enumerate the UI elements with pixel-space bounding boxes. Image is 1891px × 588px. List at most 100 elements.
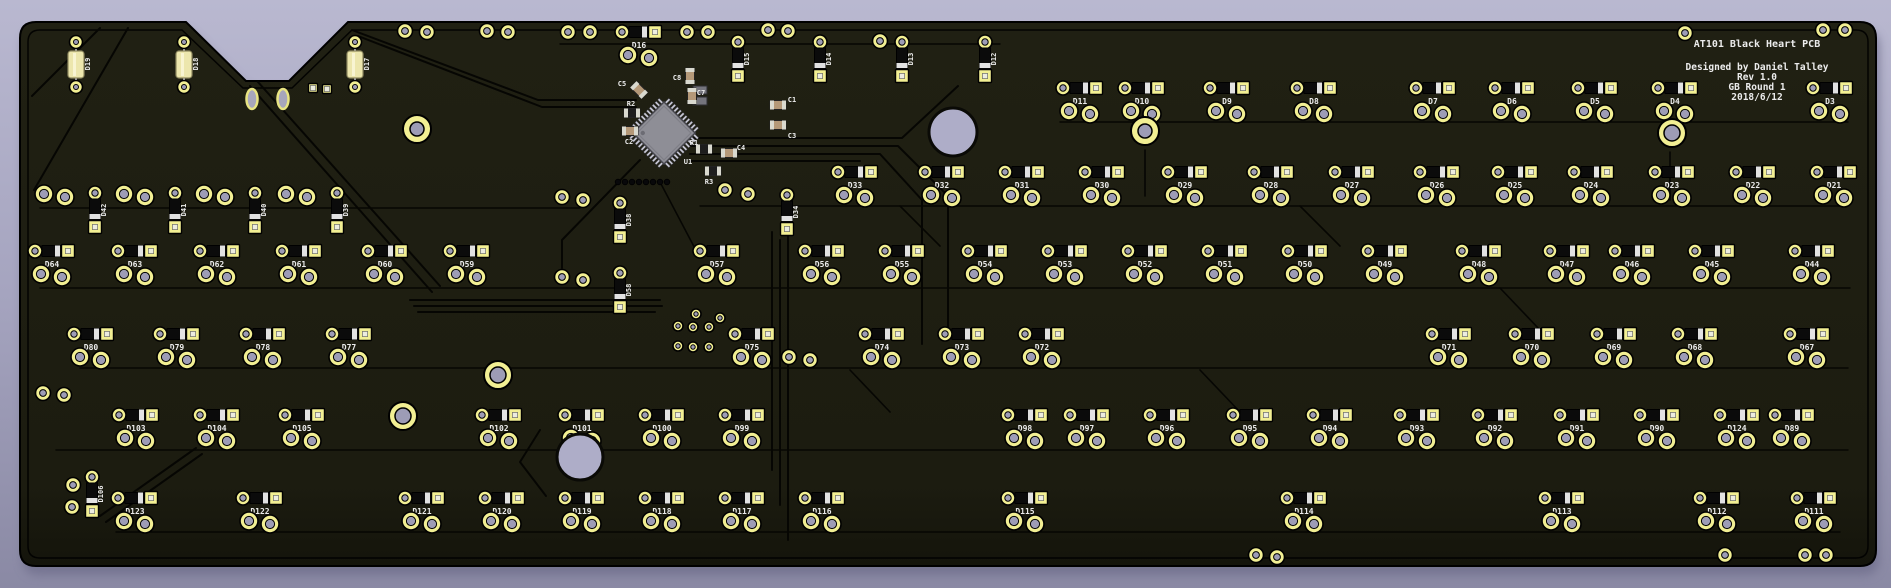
diode-pad-square — [1745, 407, 1761, 423]
diode-pad-square — [307, 243, 323, 259]
diode-stripe — [1795, 409, 1800, 421]
jumper-pad — [307, 82, 319, 94]
diode-stripe — [825, 245, 830, 257]
diode-pad-square — [1820, 243, 1836, 259]
switch-hole — [278, 264, 298, 284]
ref-des-label: D79 — [170, 343, 185, 352]
via — [699, 23, 717, 41]
diode-body — [41, 245, 65, 257]
ref-des-label: D112 — [1707, 507, 1726, 516]
diode-pad — [1782, 326, 1798, 342]
switch-hole — [194, 184, 214, 204]
via — [780, 348, 798, 366]
ref-des-label: D49 — [1378, 260, 1393, 269]
ref-des-label: D114 — [1294, 507, 1313, 516]
switch-hole — [618, 45, 638, 65]
key-D104: D104 — [192, 407, 241, 451]
diode-stripe — [905, 245, 910, 257]
switch-hole — [1813, 185, 1833, 205]
switch-hole — [91, 350, 111, 370]
diode-pad — [360, 243, 376, 259]
diode-stripe — [896, 63, 908, 68]
switch-hole — [1595, 104, 1615, 124]
switch-hole — [1428, 347, 1448, 367]
diode-body — [731, 409, 755, 421]
diode-stripe — [1440, 166, 1445, 178]
vertical-diode-D14: D14 — [812, 34, 833, 84]
key-D97: D97 — [1062, 407, 1111, 451]
diode-pad — [730, 34, 746, 50]
via — [871, 32, 889, 50]
switch-hole — [1495, 431, 1515, 451]
ref-des-label: D78 — [256, 343, 271, 352]
switch-hole — [1081, 185, 1101, 205]
diode-body — [1504, 166, 1528, 178]
key-D63: D63 — [110, 243, 159, 287]
ref-des-label: D40 — [260, 204, 268, 217]
ref-des-label: D28 — [1264, 181, 1279, 190]
ref-des-label: D92 — [1488, 424, 1503, 433]
switch-hole — [34, 184, 54, 204]
diode-pad-square — [1822, 490, 1838, 506]
switch-hole — [1304, 514, 1324, 534]
ref-des-label: D61 — [292, 260, 307, 269]
smd-end — [782, 120, 786, 130]
diode-body — [252, 328, 276, 340]
diode-pad — [830, 164, 846, 180]
ref-des-label: D22 — [1746, 181, 1761, 190]
ref-des-label: D99 — [735, 424, 750, 433]
ref-des-label: D77 — [342, 343, 357, 352]
diode-pad — [1327, 164, 1343, 180]
diode-body — [1781, 409, 1805, 421]
via — [55, 386, 73, 404]
ref-des-label: D9 — [1222, 97, 1232, 106]
diode-stripe — [388, 245, 393, 257]
switch-hole — [1449, 350, 1469, 370]
diode-pad-square — [60, 243, 76, 259]
diode-body — [1726, 409, 1750, 421]
diode-stripe — [1715, 245, 1720, 257]
diode-stripe — [755, 328, 760, 340]
key-D69: D69 — [1589, 326, 1638, 370]
switch-hole — [1791, 264, 1811, 284]
key-D90: D90 — [1632, 407, 1681, 451]
diode-stripe — [331, 214, 343, 219]
diode-stripe — [1535, 328, 1540, 340]
key-D79: D79 — [152, 326, 201, 370]
key-D49: D49 — [1360, 243, 1409, 287]
ref-des-label: D24 — [1584, 181, 1599, 190]
diode-pad — [1650, 80, 1666, 96]
ref-des-label: D8 — [1309, 97, 1319, 106]
diode-pad — [1017, 326, 1033, 342]
ref-des-label: D89 — [1785, 424, 1800, 433]
trace-18 — [561, 159, 641, 269]
vertical-diode-D41: D41 — [114, 184, 188, 235]
diode-stripe — [1482, 245, 1487, 257]
diode-pad — [1000, 490, 1016, 506]
ref-des-label: U1 — [684, 158, 692, 166]
diode-body — [1556, 245, 1580, 257]
key-D80: D80 — [66, 326, 115, 370]
diode-stripe — [745, 492, 750, 504]
switch-hole — [1732, 185, 1752, 205]
diode-stripe — [138, 245, 143, 257]
switch-hole — [1412, 101, 1432, 121]
ref-des-label: D91 — [1570, 424, 1585, 433]
via-small — [687, 341, 699, 353]
ref-des-label: D39 — [342, 204, 350, 217]
ref-des-label: D96 — [1160, 424, 1175, 433]
capacitor-C5 — [630, 81, 648, 99]
diode-body — [1621, 245, 1645, 257]
diode-pad-square — [1393, 243, 1409, 259]
date-text: 2018/6/12 — [1731, 92, 1782, 103]
switch-hole — [742, 514, 762, 534]
ref-des-label: D48 — [1472, 260, 1487, 269]
diode-stripe — [979, 63, 991, 68]
switch-hole — [822, 267, 842, 287]
ref-des-label: D58 — [625, 284, 633, 297]
diode-stripe — [1028, 492, 1033, 504]
ref-des-label: D53 — [1058, 260, 1073, 269]
via-dark — [649, 178, 657, 186]
ref-des-label: D25 — [1508, 181, 1523, 190]
